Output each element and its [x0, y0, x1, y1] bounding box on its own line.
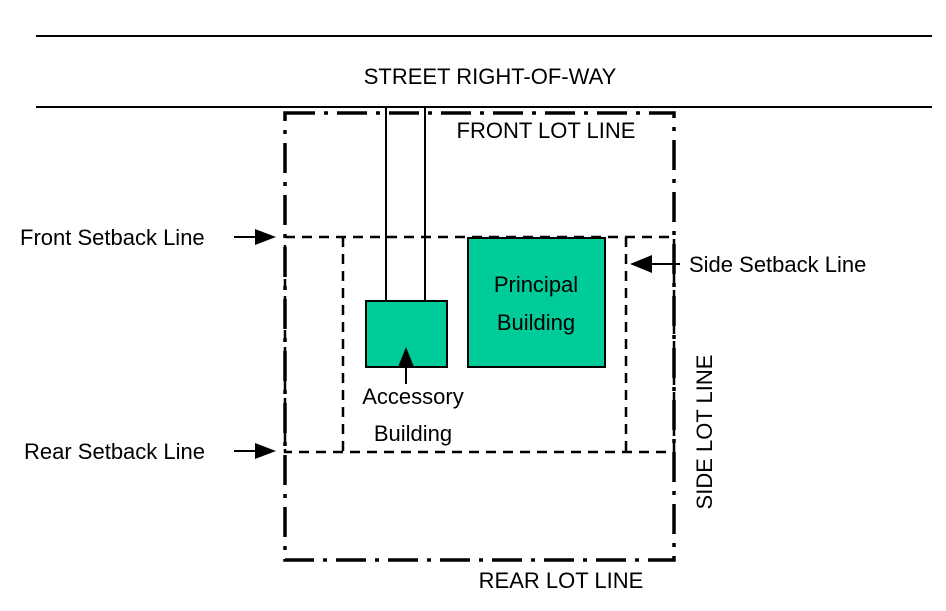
accessory-arrow-head: [398, 347, 414, 367]
front-setback-line-label: Front Setback Line: [20, 225, 205, 250]
street-label: STREET RIGHT-OF-WAY: [364, 64, 617, 89]
side-setback-line-label: Side Setback Line: [689, 252, 866, 277]
rear-lot-line-label: REAR LOT LINE: [479, 568, 644, 593]
lot-line-boundary: [283, 111, 676, 562]
side-setback-arrow-head: [630, 255, 652, 273]
rear-setback-arrow-head: [255, 443, 276, 459]
accessory-building-label-line2: Building: [374, 421, 452, 446]
rear-setback-line-label: Rear Setback Line: [24, 439, 205, 464]
front-setback-arrow-head: [255, 229, 276, 245]
front-lot-line-label: FRONT LOT LINE: [457, 118, 636, 143]
principal-building: [467, 237, 606, 368]
principal-building-label-line1: Principal: [494, 272, 578, 297]
side-lot-line-label: SIDE LOT LINE: [692, 355, 717, 510]
accessory-building-label-line1: Accessory: [362, 384, 463, 409]
principal-building-label-line2: Building: [497, 310, 575, 335]
